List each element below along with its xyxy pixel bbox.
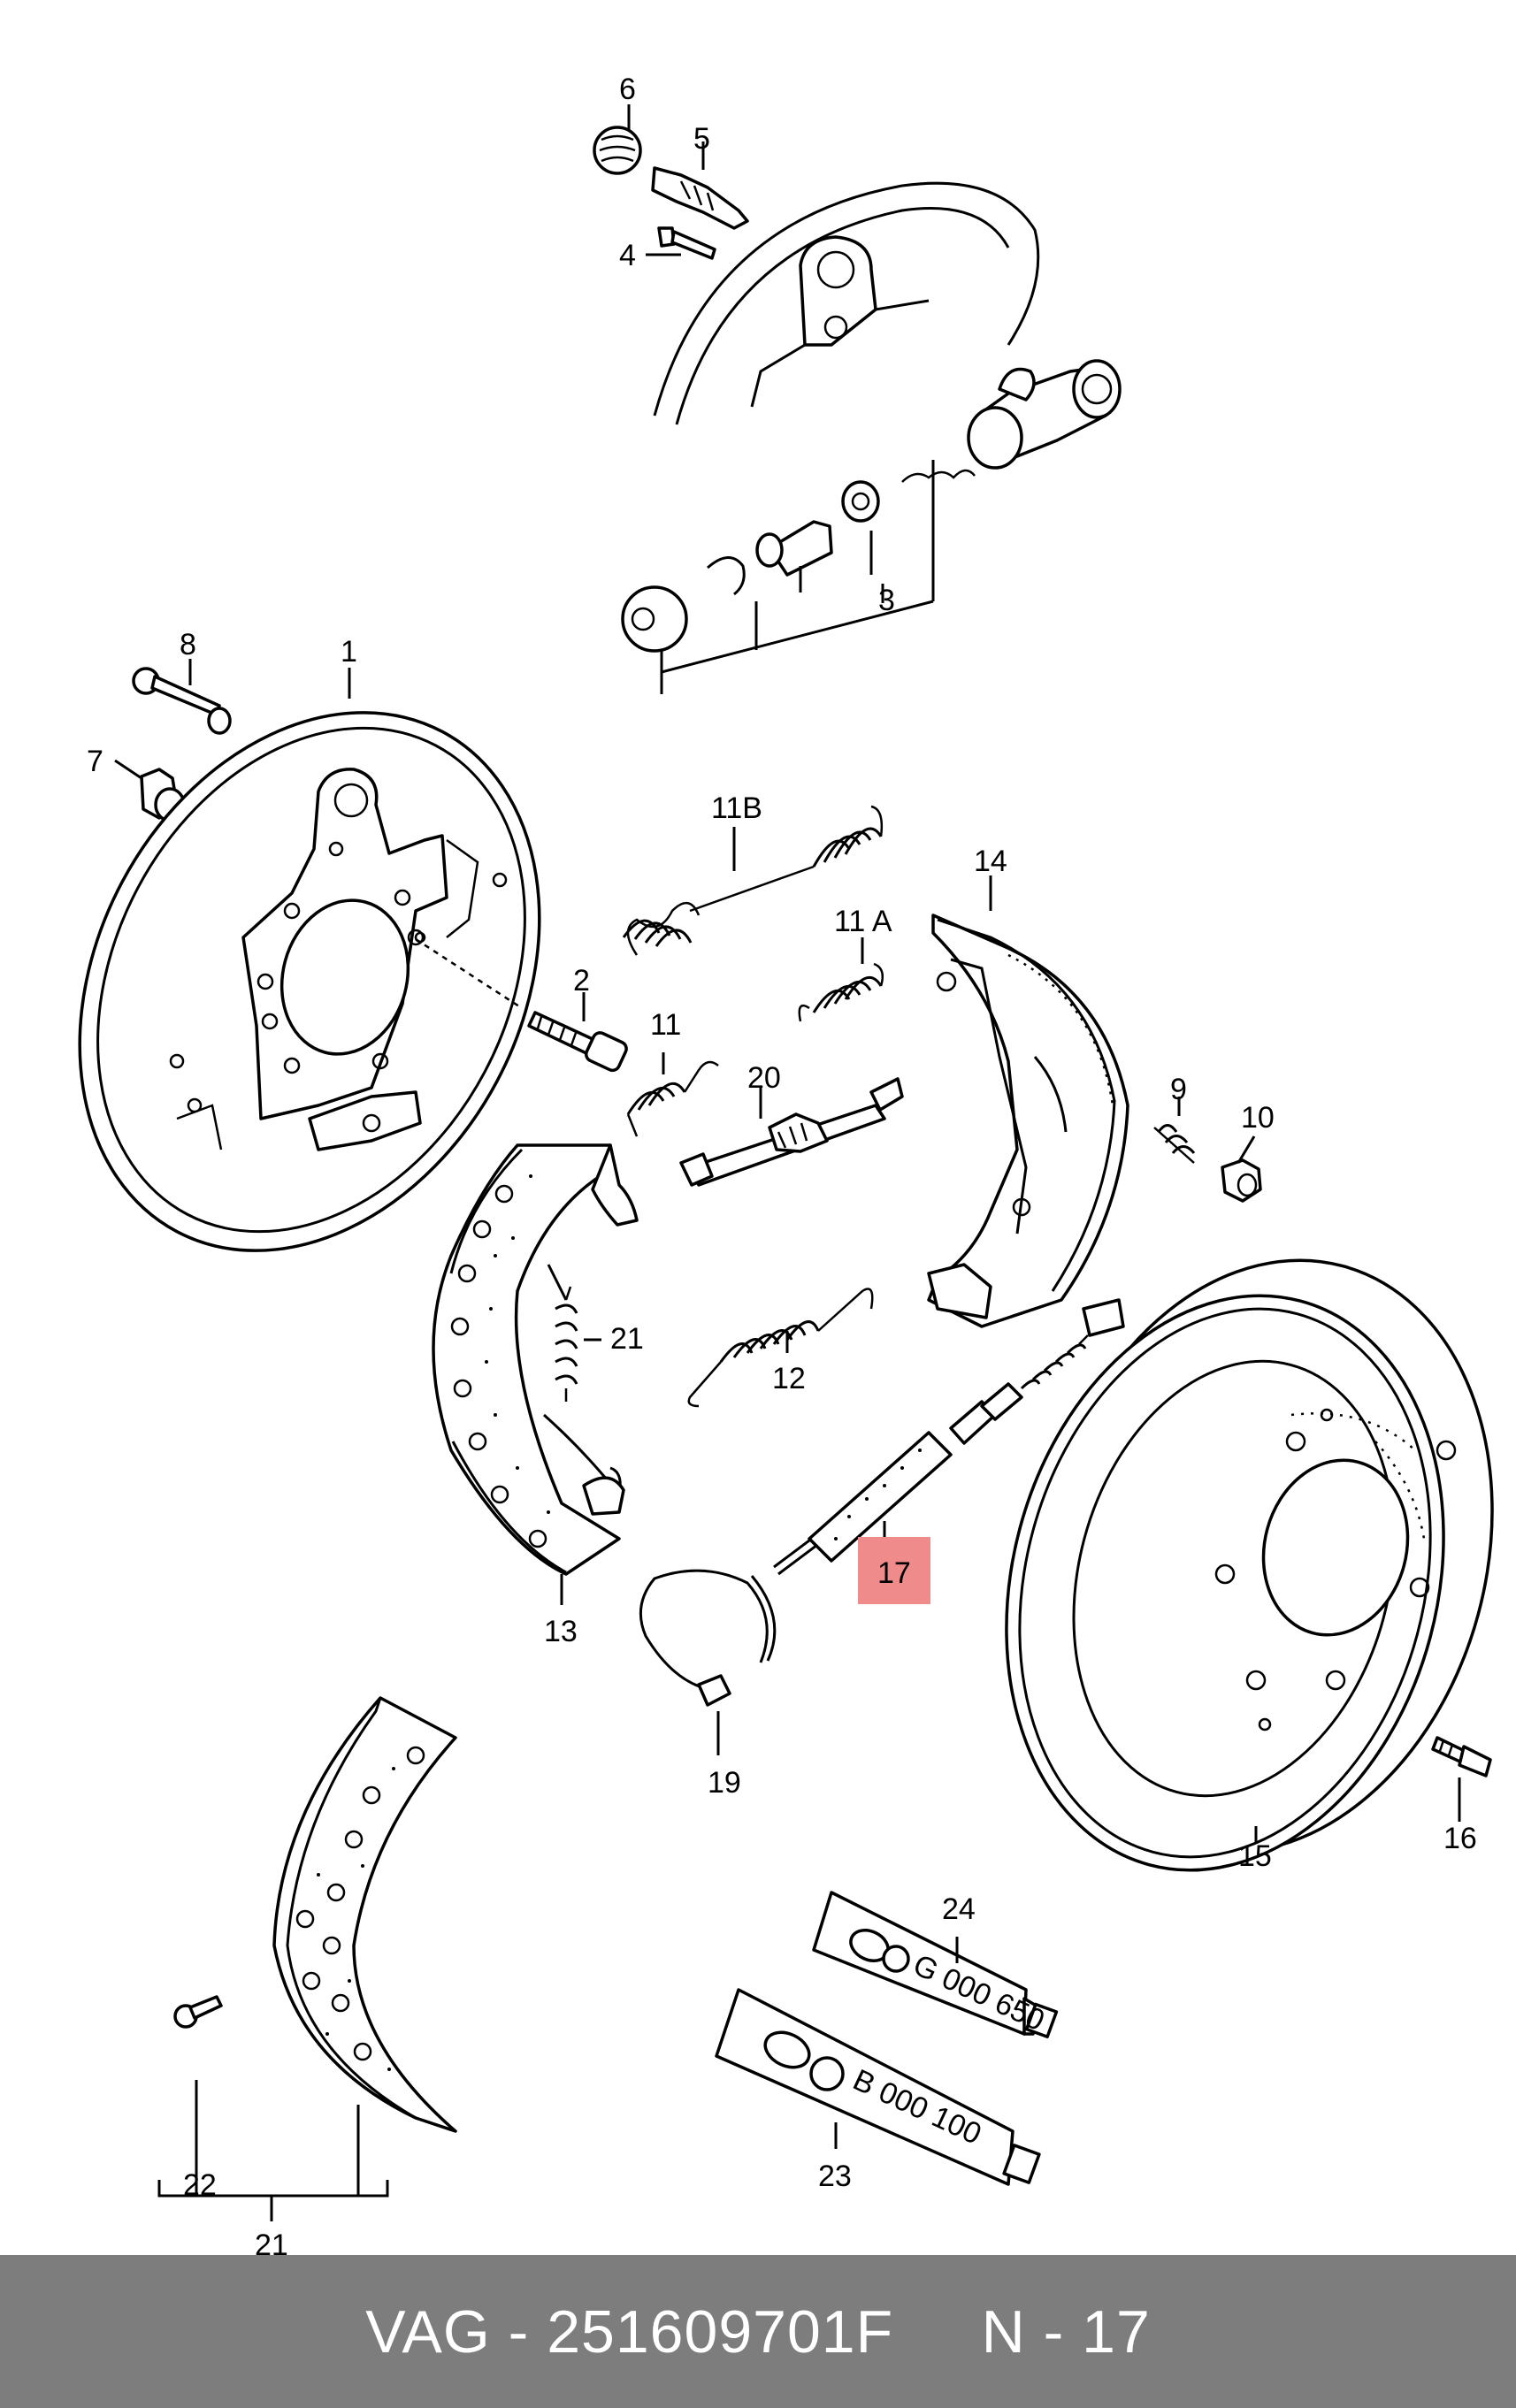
callout-17: 17	[877, 1556, 911, 1590]
part-11a-spring	[798, 962, 884, 1022]
part-8-bolt	[132, 667, 232, 735]
part-17-brake-cable	[773, 1298, 1125, 1576]
callout-7: 7	[87, 745, 103, 778]
callout-18: 19	[708, 1766, 741, 1800]
callout-11a: 11 A	[834, 905, 892, 938]
callout-8: 8	[180, 628, 196, 661]
part-21-brake-lining	[272, 1696, 457, 2133]
callout-22: 22	[183, 2168, 217, 2202]
part-10-nut	[1221, 1158, 1262, 1203]
part-6-spring-cap	[593, 126, 642, 175]
callout-14: 14	[974, 845, 1007, 878]
callout-5: 5	[693, 122, 710, 156]
part-22-rivet	[173, 1995, 223, 2029]
callout-4: 4	[619, 239, 636, 272]
part-18-clamp	[639, 1569, 777, 1707]
part-9-spring	[1153, 1124, 1196, 1164]
part-5-bleeder-screw	[651, 166, 749, 230]
footer-bar: VAG - 251609701F N - 17	[0, 2255, 1516, 2408]
callout-11: 11	[650, 1008, 681, 1042]
part-16-bolt	[1431, 1736, 1492, 1777]
callout-17-highlight	[858, 1537, 930, 1604]
callout-20: 21	[610, 1322, 644, 1356]
callout-11b: 11B	[711, 791, 762, 825]
callout-9: 9	[1170, 1073, 1187, 1106]
callout-16: 16	[1443, 1822, 1477, 1855]
callout-3: 3	[878, 584, 895, 617]
footer-part-number: VAG - 251609701F N - 17	[365, 2297, 1151, 2366]
callout-24: 24	[942, 1892, 976, 1926]
part-2-bolt	[527, 1011, 628, 1073]
parts-diagram: G 000 650 B 000 100 6 5 4 3 8 1 7 11B 14…	[78, 73, 1494, 2255]
part-13-brake-shoe	[432, 1143, 639, 1576]
part-15-brake-drum	[1005, 1258, 1494, 1872]
part-24-grease-tube: G 000 650	[812, 1891, 1059, 2038]
callout-1: 1	[341, 635, 357, 669]
callout-2: 2	[573, 964, 590, 998]
part-11b-spring	[622, 805, 884, 956]
callout-21: 21	[255, 2228, 288, 2255]
part-4-screw	[657, 226, 716, 260]
part-3-backing-plate-upper	[653, 181, 1040, 425]
part-12-spring	[687, 1288, 874, 1408]
part-20-spring	[555, 1286, 578, 1402]
part-14-brake-shoe	[927, 914, 1129, 1328]
part-1-backing-plate	[78, 711, 541, 1252]
part-3-wheel-cylinder	[621, 359, 1122, 653]
part-19-adjuster	[679, 1077, 904, 1187]
callout-12: 12	[772, 1362, 806, 1395]
callout-23: 23	[818, 2160, 852, 2193]
callout-13: 13	[544, 1615, 578, 1648]
callout-19: 20	[747, 1061, 781, 1095]
callout-10: 10	[1241, 1101, 1275, 1135]
callout-15: 15	[1238, 1839, 1272, 1873]
callout-6: 6	[619, 73, 636, 106]
part-11-spring	[626, 1060, 719, 1137]
